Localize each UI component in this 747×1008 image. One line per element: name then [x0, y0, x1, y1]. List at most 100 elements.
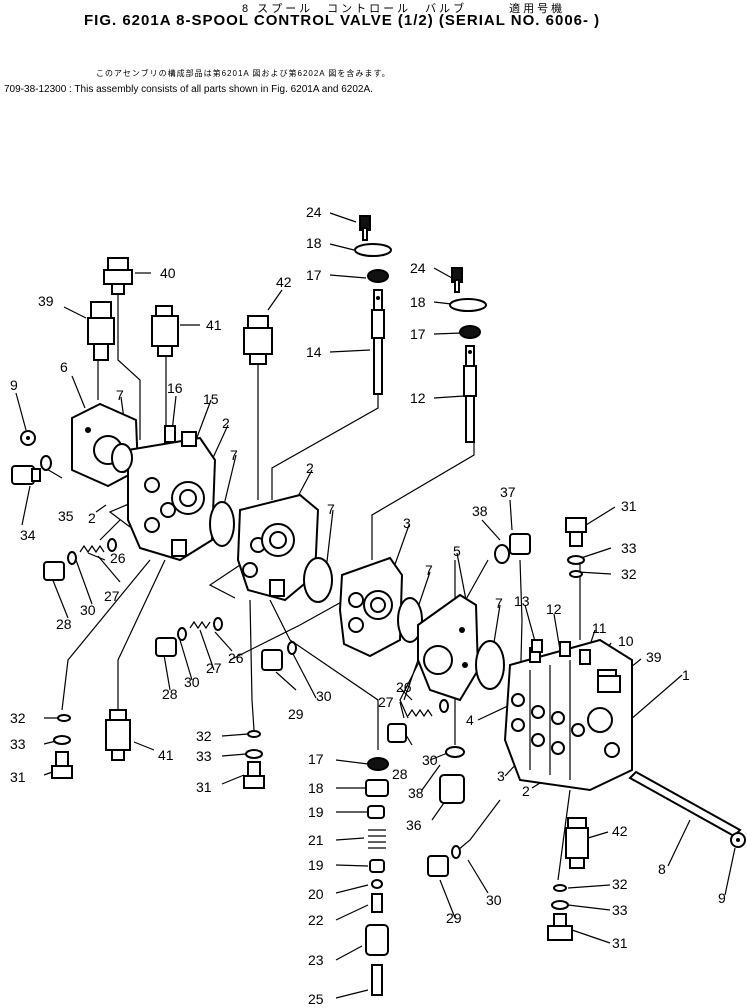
- callout-7-e: 7: [495, 595, 503, 611]
- callout-38-upper: 38: [472, 503, 488, 519]
- callout-29-middle: 29: [288, 706, 304, 722]
- callout-31-bottom-middle: 31: [196, 779, 212, 795]
- part-31-fitting-bottom-right: [547, 913, 573, 941]
- part-32-ring-bottom-left: [57, 714, 71, 722]
- part-30-oring-middle-2: [287, 641, 297, 655]
- callout-14: 14: [306, 344, 322, 360]
- japanese-note: このアセンブリの構成部品は第6201A 図および第6202A 図を含みます。: [96, 69, 391, 78]
- callout-24-right: 24: [410, 260, 426, 276]
- part-14-spool-stem-assembly: [354, 215, 392, 395]
- callout-19-lower: 19: [308, 857, 324, 873]
- callout-24-left: 24: [306, 204, 322, 220]
- callout-2-c: 2: [88, 510, 96, 526]
- callout-36: 36: [406, 817, 422, 833]
- part-5-inlet-cover: [417, 593, 480, 702]
- part-26-seal-left: [107, 538, 117, 552]
- part-21-spring: [368, 829, 386, 849]
- callout-3-bottom: 3: [497, 768, 505, 784]
- part-2-valve-section-middle: [236, 493, 320, 602]
- part-17-retainer-lower: [367, 757, 389, 771]
- part-19-seat-upper: [367, 805, 385, 819]
- part-3-valve-section: [338, 556, 404, 658]
- callout-19-upper: 19: [308, 804, 324, 820]
- part-30-oring-middle: [177, 627, 187, 641]
- part-41-valve-upper: [151, 305, 179, 357]
- part-27-spring-right: [407, 708, 433, 718]
- part-32-ring-bottom-middle: [247, 730, 261, 738]
- part-33-oring-bottom-left: [53, 735, 71, 745]
- part-33-oring-upper-right: [567, 555, 585, 565]
- part-36-plug: [439, 774, 465, 804]
- callout-16: 16: [167, 380, 183, 396]
- callout-32-bottom-right: 32: [612, 876, 628, 892]
- callout-7-d: 7: [425, 562, 433, 578]
- part-12-spool-stem-assembly: [449, 267, 487, 443]
- part-28-plug-middle: [155, 637, 177, 657]
- callout-5: 5: [453, 543, 461, 559]
- part-32-ring-upper-right: [569, 570, 583, 578]
- callout-15: 15: [203, 391, 219, 407]
- part-40-relief-valve: [103, 257, 133, 295]
- callout-40: 40: [160, 265, 176, 281]
- callout-18-left: 18: [306, 235, 322, 251]
- part-20-washer: [371, 879, 383, 889]
- callout-30-middle: 30: [184, 674, 200, 690]
- part-32-ring-bottom-right: [553, 884, 567, 892]
- callout-33-bottom-left: 33: [10, 736, 26, 752]
- part-31-fitting-bottom-left: [51, 751, 73, 779]
- callout-28-middle: 28: [162, 686, 178, 702]
- callout-2-b: 2: [306, 460, 314, 476]
- part-27-spring-left: [79, 544, 105, 554]
- part-33-oring-bottom-middle: [245, 749, 263, 759]
- part-28-plug-right: [387, 723, 407, 743]
- part-29-plug-middle: [261, 649, 283, 671]
- callout-7-b: 7: [230, 447, 238, 463]
- callout-10: 10: [618, 633, 634, 649]
- callout-27-right: 27: [378, 694, 394, 710]
- callout-8: 8: [658, 861, 666, 877]
- part-31-fitting-upper-right: [565, 517, 587, 547]
- callout-30-middle-2: 30: [316, 688, 332, 704]
- part-19-seat-lower: [369, 859, 385, 873]
- part-42-valve-lower: [565, 817, 589, 869]
- callout-26-middle: 26: [228, 650, 244, 666]
- callout-3-top: 3: [403, 515, 411, 531]
- callout-42-upper: 42: [276, 274, 292, 290]
- callout-31-upper-right: 31: [621, 498, 637, 514]
- callout-1: 1: [682, 667, 690, 683]
- callout-31-bottom-left: 31: [10, 769, 26, 785]
- part-7-oring-1: [111, 443, 133, 473]
- callout-32-bottom-left: 32: [10, 710, 26, 726]
- callout-12-top: 12: [410, 390, 426, 406]
- part-9-nut-right: [730, 832, 746, 848]
- callout-7-c: 7: [327, 501, 335, 517]
- callout-41-lower: 41: [158, 747, 174, 763]
- part-39-valve-left: [87, 301, 115, 361]
- part-26-seal-right: [439, 699, 449, 713]
- part-8-tie-bolt: [628, 770, 742, 838]
- callout-17-right: 17: [410, 326, 426, 342]
- callout-41-upper: 41: [206, 317, 222, 333]
- figure-title: FIG. 6201A 8-SPOOL CONTROL VALVE (1/2) (…: [84, 12, 601, 29]
- part-22-bolt: [371, 893, 383, 913]
- part-16-bolt: [164, 425, 176, 443]
- callout-39-left: 39: [38, 293, 54, 309]
- callout-39-right: 39: [646, 649, 662, 665]
- assembly-note: 709-38-12300 : This assembly consists of…: [4, 84, 373, 95]
- part-7-oring-4: [397, 597, 423, 643]
- part-15-plug: [181, 431, 197, 447]
- callout-26-right: 26: [396, 679, 412, 695]
- part-31-fitting-bottom-middle: [243, 761, 265, 789]
- callout-33-upper-right: 33: [621, 540, 637, 556]
- part-27-spring-middle: [189, 620, 211, 630]
- part-33-oring-bottom-right: [551, 900, 569, 910]
- part-9-nut-left: [20, 430, 36, 446]
- callout-30-left: 30: [80, 602, 96, 618]
- callout-12-right: 12: [546, 601, 562, 617]
- callout-23: 23: [308, 952, 324, 968]
- callout-9-right: 9: [718, 890, 726, 906]
- part-23-cap: [365, 924, 389, 956]
- callout-27-middle: 27: [206, 660, 222, 676]
